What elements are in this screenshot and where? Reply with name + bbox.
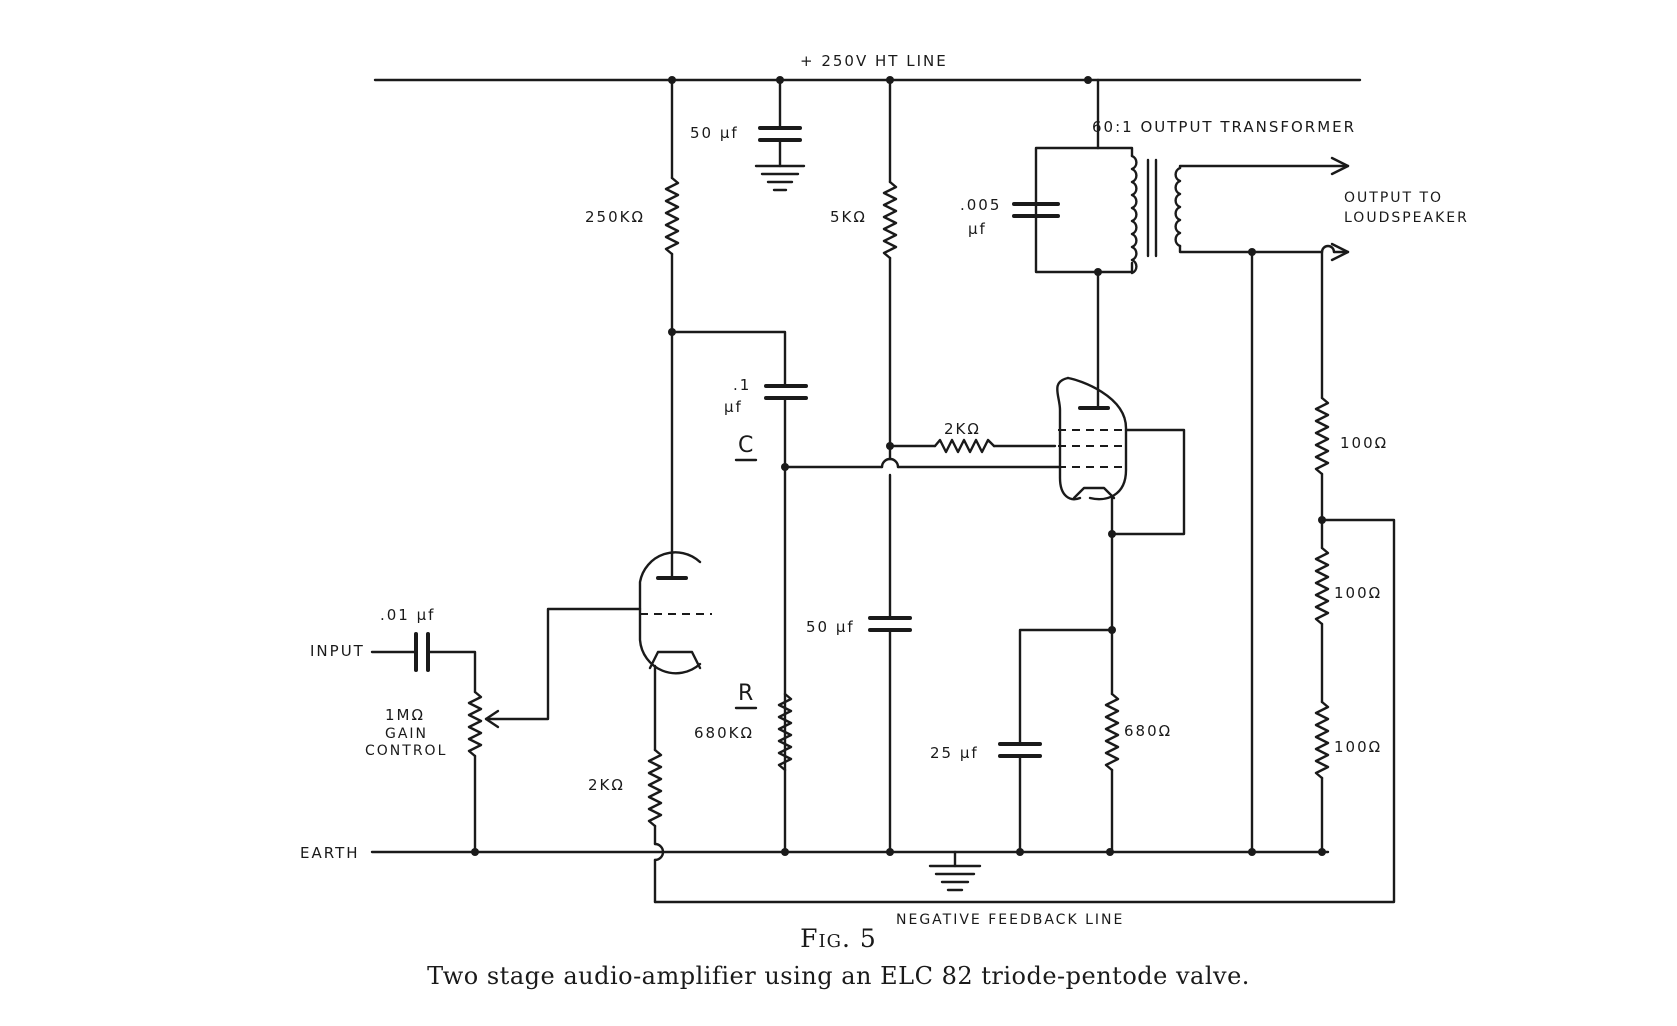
negative-feedback-line	[653, 518, 1396, 904]
earth-rail	[370, 848, 1330, 856]
ht-line	[373, 76, 1362, 84]
earth-ground-symbol	[928, 850, 982, 892]
ht-line-label: + 250V HT LINE	[800, 52, 948, 70]
gain-control-label-3: CONTROL	[365, 743, 447, 759]
screen-resistor-label: 5KΩ	[830, 208, 867, 226]
pentode-valve	[1056, 376, 1186, 634]
screen-resistor	[882, 78, 898, 620]
output-transformer-label: 60:1 OUTPUT TRANSFORMER	[1092, 118, 1356, 136]
output-label-1: OUTPUT TO	[1344, 190, 1443, 206]
screen-decouple-capacitor	[868, 616, 912, 854]
input-label: INPUT	[310, 642, 365, 660]
gain-control-potentiometer[interactable]	[467, 690, 483, 854]
pentode-grid-wire	[783, 457, 1062, 469]
triode-valve	[638, 551, 712, 752]
feedback-resistor-3-label: 100Ω	[1334, 738, 1382, 756]
grid-leak-resistor	[777, 692, 793, 772]
tone-capacitor	[1012, 202, 1060, 218]
figure-caption: Two stage audio-amplifier using an ELC 8…	[427, 962, 1250, 990]
cathode-bypass-capacitor-label: 25 μf	[930, 744, 979, 762]
screen-decouple-capacitor-label: 50 μf	[806, 618, 855, 636]
triode-cathode-resistor-label: 2KΩ	[588, 776, 625, 794]
output-label-2: LOUDSPEAKER	[1344, 210, 1469, 226]
node-c-label: C	[738, 433, 753, 458]
coupling-capacitor-value: .1	[733, 376, 751, 394]
ht-decouple-capacitor-label: 50 μf	[690, 124, 739, 142]
earth-label: EARTH	[300, 844, 360, 862]
feedback-divider	[1314, 250, 1330, 854]
coupling-capacitor-unit: μf	[724, 398, 743, 416]
triode-anode-resistor	[664, 78, 680, 556]
grid-stopper-resistor-label: 2KΩ	[944, 420, 981, 438]
gain-control-label-2: GAIN	[385, 726, 428, 742]
tone-capacitor-unit: μf	[968, 220, 987, 238]
input-capacitor-label: .01 μf	[380, 606, 435, 624]
feedback-resistor-2-label: 100Ω	[1334, 584, 1382, 602]
ht-decouple-capacitor	[754, 78, 806, 192]
negative-feedback-label: NEGATIVE FEEDBACK LINE	[896, 912, 1124, 928]
tone-capacitor-value: .005	[960, 196, 1001, 214]
grid-leak-resistor-label: 680KΩ	[694, 724, 754, 742]
triode-cathode-resistor	[647, 748, 665, 904]
grid-stopper-resistor	[888, 438, 1057, 454]
gain-control-label-1: 1MΩ	[385, 706, 425, 724]
pentode-cathode-resistor	[1104, 628, 1120, 854]
triode-grid-wire	[484, 607, 642, 729]
node-r-label: R	[738, 681, 753, 706]
feedback-resistor-1-label: 100Ω	[1340, 434, 1388, 452]
pentode-cathode-resistor-label: 680Ω	[1124, 722, 1172, 740]
input-capacitor	[370, 632, 477, 694]
output-transformer	[1034, 78, 1350, 854]
figure-title: Fig. 5	[800, 924, 877, 953]
triode-anode-resistor-label: 250KΩ	[585, 208, 645, 226]
cathode-bypass-capacitor	[998, 628, 1114, 854]
